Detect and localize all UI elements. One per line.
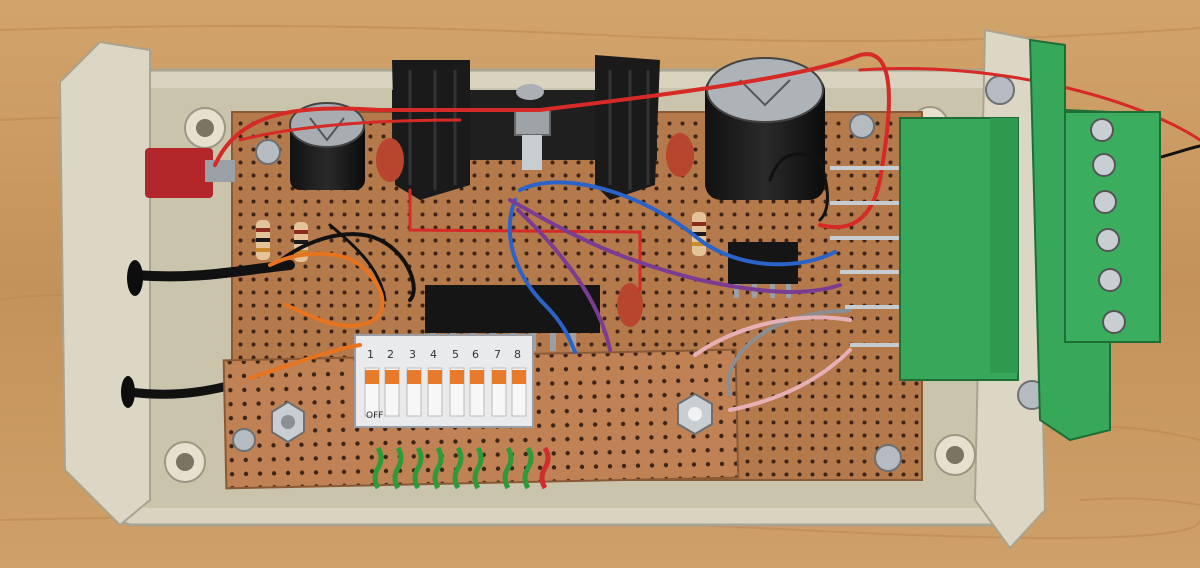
dip-off-label: OFF [366, 411, 383, 421]
dip-levers [364, 367, 527, 417]
resistors [256, 212, 706, 262]
ceramic-capacitors [376, 133, 694, 327]
toggle-switch [145, 148, 235, 198]
terminal-screws [1090, 118, 1126, 334]
dip-number-7: 7 [494, 348, 501, 361]
capacitor-left [289, 102, 365, 190]
dip-number-3: 3 [409, 348, 416, 361]
dip-number-6: 6 [472, 348, 479, 361]
bolts [232, 75, 1047, 472]
dip-number-4: 4 [430, 348, 437, 361]
red-wire-bottom [539, 446, 551, 490]
dip-number-2: 2 [387, 348, 394, 361]
green-wires [372, 446, 534, 490]
dip-number-5: 5 [452, 348, 459, 361]
dip-switch: 1 2 3 4 5 6 7 8 OFF [354, 334, 534, 428]
dip-number-1: 1 [367, 348, 374, 361]
wires [213, 52, 1200, 412]
terminal-block [899, 38, 1161, 442]
pin-header [830, 166, 905, 347]
heatsink [392, 55, 660, 200]
dip-number-8: 8 [514, 348, 521, 361]
